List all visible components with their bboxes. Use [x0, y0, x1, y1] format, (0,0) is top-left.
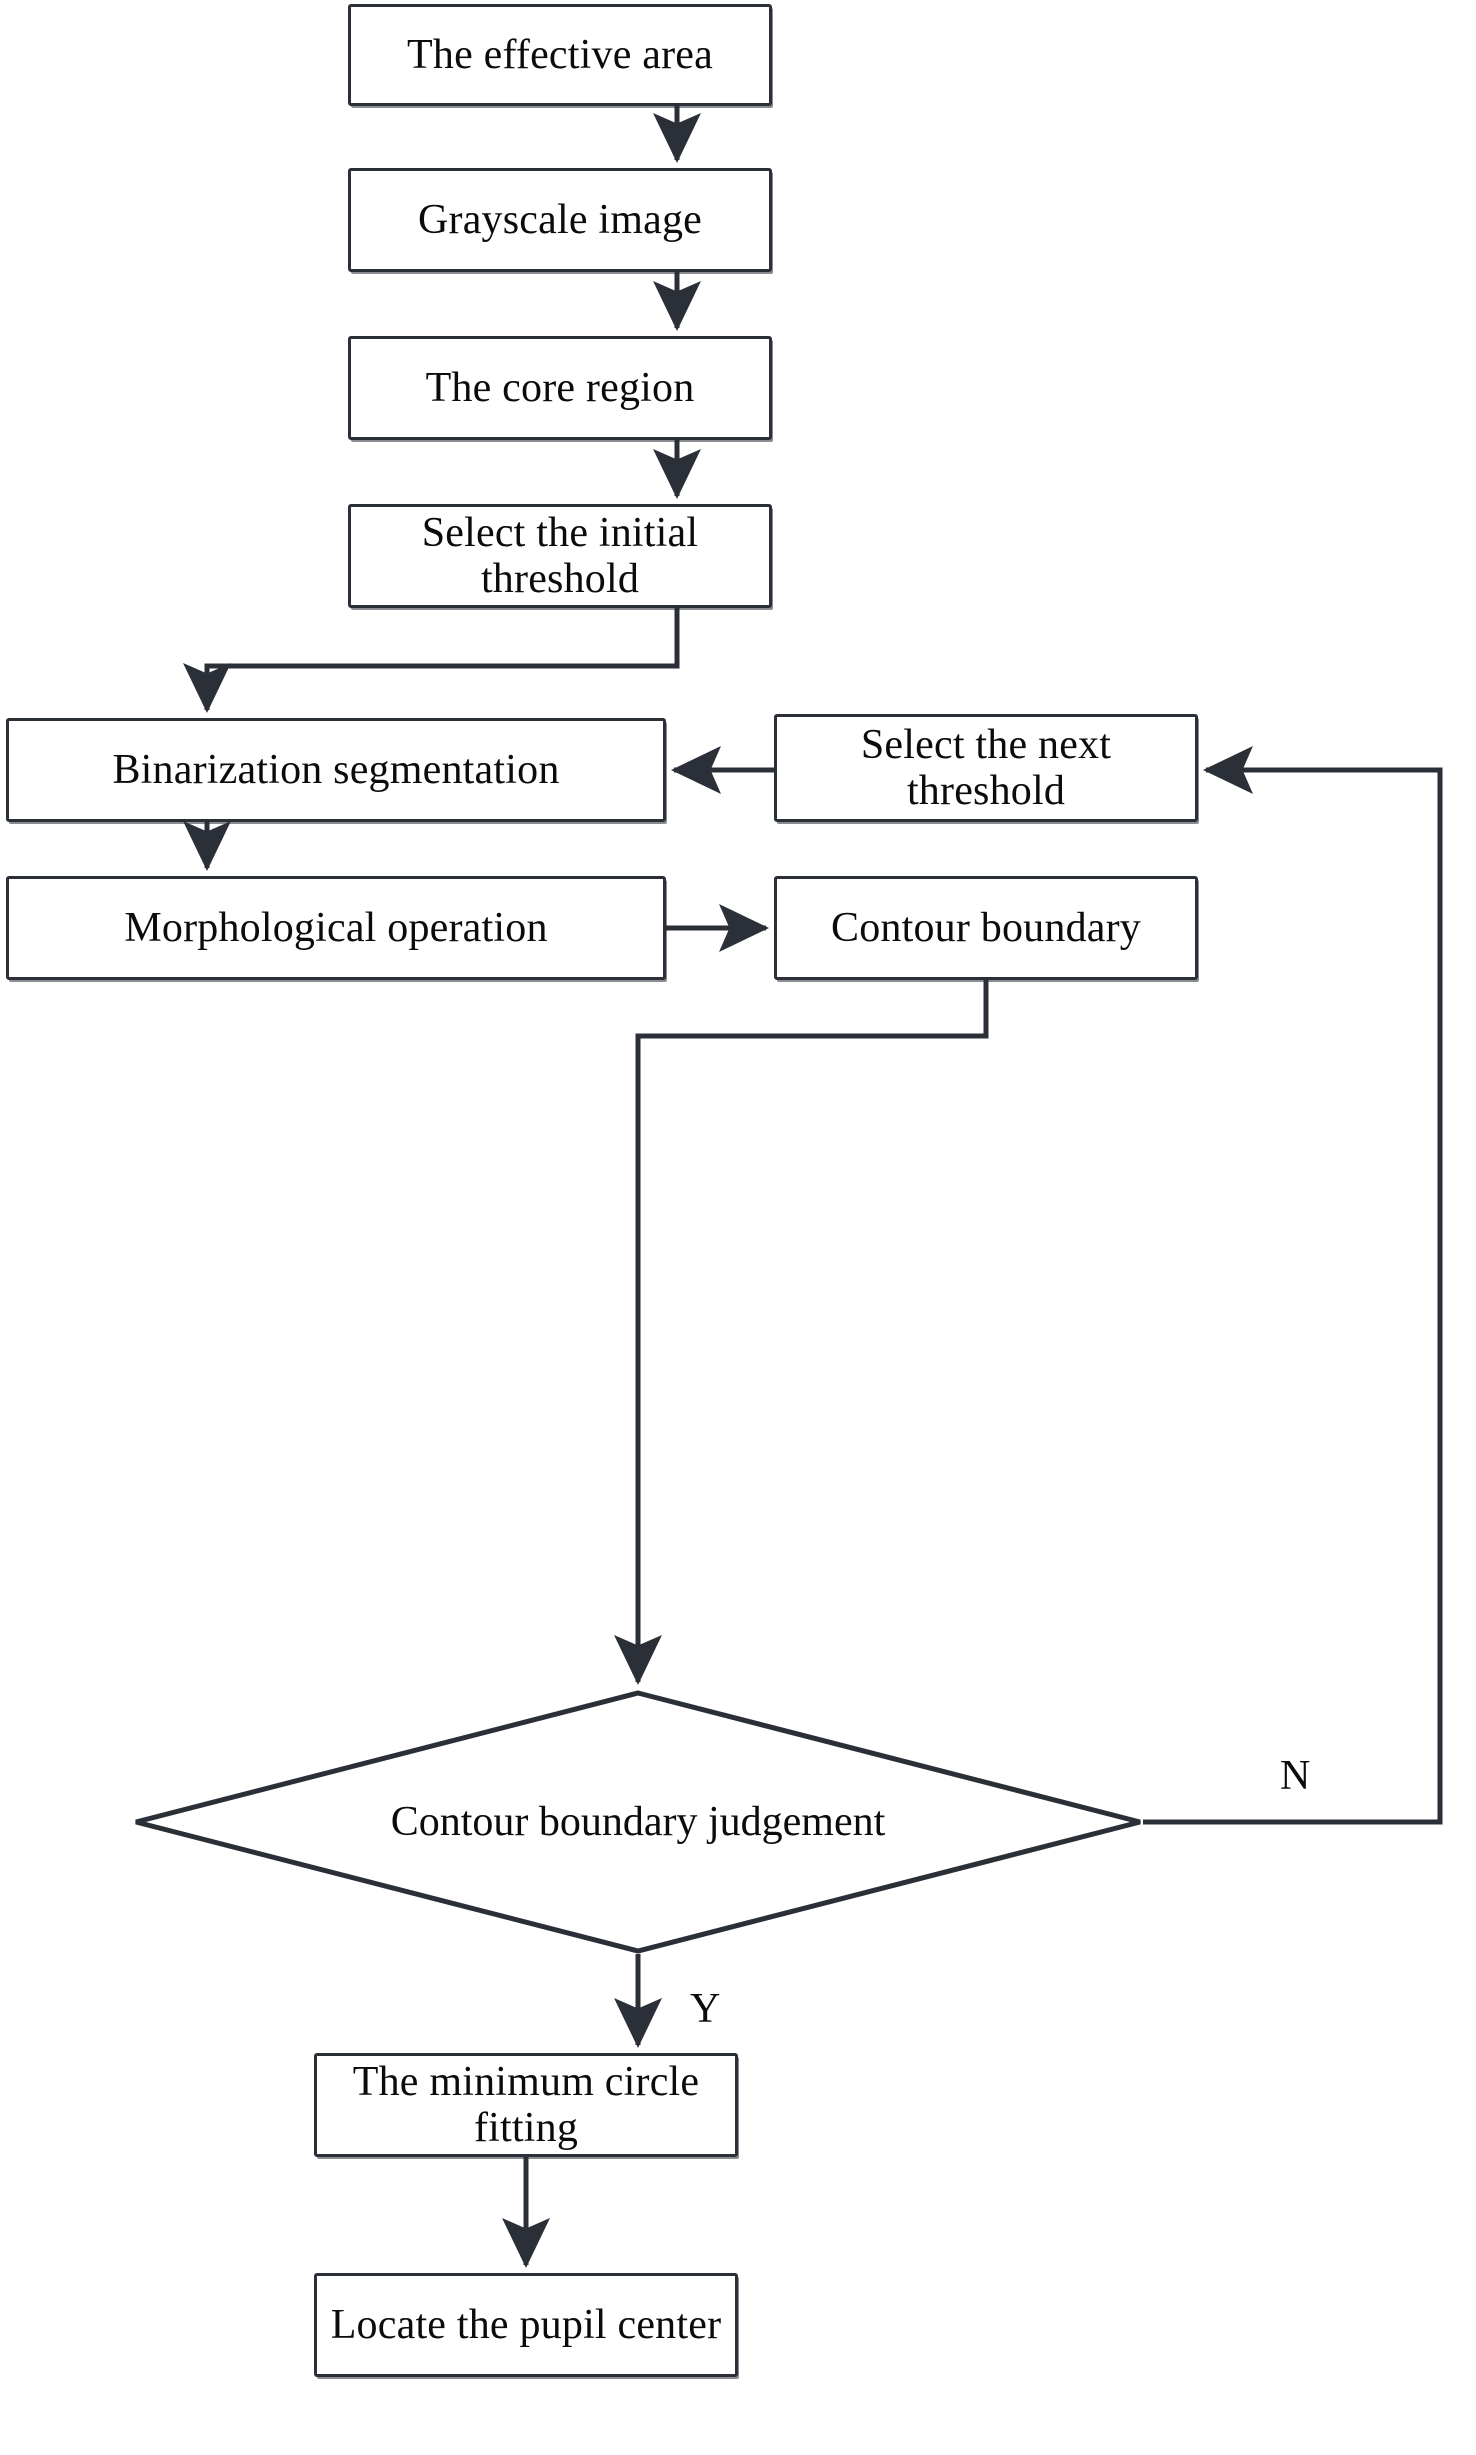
- node-contour-boundary[interactable]: Contour boundary: [774, 876, 1198, 980]
- node-contour-boundary-judgement[interactable]: Contour boundary judgement: [133, 1690, 1143, 1954]
- node-core-region[interactable]: The core region: [348, 336, 772, 440]
- node-label: The core region: [425, 364, 695, 411]
- node-label: Select the next threshold: [860, 721, 1112, 814]
- edge-label-yes: Y: [690, 1986, 721, 2032]
- node-binarization-segmentation[interactable]: Binarization segmentation: [6, 718, 666, 822]
- node-label: Binarization segmentation: [112, 746, 560, 793]
- node-morphological-operation[interactable]: Morphological operation: [6, 876, 666, 980]
- node-minimum-circle-fitting[interactable]: The minimum circle fitting: [314, 2053, 738, 2157]
- edge-initial-to-binarization: [183, 608, 680, 714]
- node-label: Contour boundary judgement: [390, 1799, 886, 1845]
- edge-contour-to-judgement: [614, 980, 989, 1686]
- node-select-initial-threshold[interactable]: Select the initial threshold: [348, 504, 772, 608]
- edge-label-no: N: [1280, 1753, 1311, 1799]
- node-label: Locate the pupil center: [330, 2301, 722, 2348]
- node-label: The minimum circle fitting: [352, 2058, 700, 2151]
- node-locate-pupil-center[interactable]: Locate the pupil center: [314, 2273, 738, 2377]
- node-label: Contour boundary: [831, 904, 1141, 951]
- diamond-shape: [135, 1690, 1141, 1954]
- node-select-next-threshold[interactable]: Select the next threshold: [774, 714, 1198, 822]
- node-label: Select the initial threshold: [421, 509, 699, 602]
- node-label: The effective area: [407, 31, 713, 78]
- node-effective-area[interactable]: The effective area: [348, 4, 772, 106]
- node-label: Grayscale image: [417, 196, 703, 243]
- node-label: Morphological operation: [124, 904, 548, 951]
- node-grayscale-image[interactable]: Grayscale image: [348, 168, 772, 272]
